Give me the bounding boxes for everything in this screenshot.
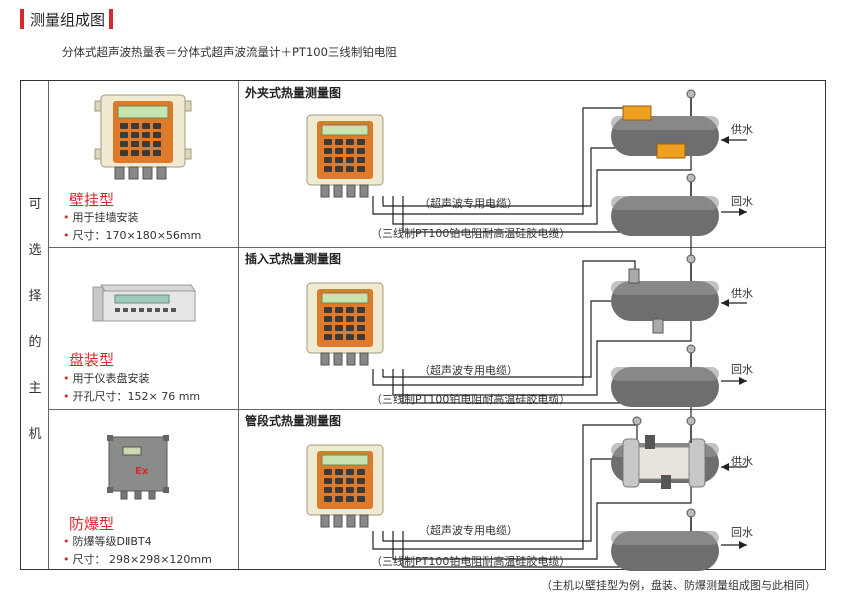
explosion-mark-label: Ex [135, 466, 149, 477]
model-feature: •开孔尺寸：152× 76 mm [63, 390, 201, 403]
model-column [49, 81, 239, 569]
page-title: 测量组成图 [30, 10, 106, 29]
pt100-cable-label: （三线制PT100铂电阻耐高温硅胶电缆） [371, 555, 571, 568]
title-accent-bar [20, 9, 24, 29]
host-device-image [306, 114, 384, 198]
side-label-char: 择 [28, 289, 42, 304]
side-label-char: 选 [28, 243, 42, 258]
title-bar: 测量组成图 [20, 8, 114, 30]
side-label-char: 可 [28, 197, 42, 212]
model-name-panel: 盘装型 [69, 351, 115, 369]
side-label-char: 机 [28, 427, 42, 442]
row-divider [49, 247, 825, 248]
model-feature: •防爆等级DⅡBT4 [63, 535, 152, 548]
panel-title-spool-piece: 管段式热量测量图 [245, 414, 342, 428]
side-label-char: 的 [28, 335, 42, 350]
supply-water-label: 供水 [731, 455, 753, 468]
supply-water-label: 供水 [731, 123, 753, 136]
ultrasonic-cable-label: （超声波专用电缆） [419, 197, 518, 210]
page-subtitle: 分体式超声波热量表＝分体式超声波流量计＋PT100三线制铂电阻 [62, 45, 397, 59]
host-device-image [306, 444, 384, 528]
side-label-column: 可 选 择 的 主 机 [21, 81, 49, 569]
panel-title-clamp-on: 外夹式热量测量图 [245, 86, 342, 100]
host-device-image [306, 282, 384, 366]
row-divider [49, 409, 825, 410]
diagram-frame: 可 选 择 的 主 机 壁挂型 •用于挂墙安装 •尺寸：170×180×56mm [20, 80, 826, 571]
pt100-cable-label: （三线制PT100铂电阻耐高温硅胶电缆） [371, 227, 571, 240]
side-label-char: 主 [28, 381, 42, 396]
wall-mount-device-image [94, 94, 192, 180]
footnote: （主机以壁挂型为例，盘装、防爆测量组成图与此相同） [541, 579, 816, 592]
ultrasonic-cable-label: （超声波专用电缆） [419, 524, 518, 537]
model-name-wall: 壁挂型 [69, 191, 115, 209]
panel-title-insertion: 插入式热量测量图 [245, 252, 342, 266]
clamp-on-wiring-diagram [372, 89, 747, 256]
ultrasonic-cable-label: （超声波专用电缆） [419, 364, 518, 377]
model-name-explosion-proof: 防爆型 [69, 515, 115, 533]
model-feature: •尺寸： 298×298×120mm [63, 553, 212, 566]
pt100-cable-label: （三线制PT100铂电阻耐高温硅胶电缆） [371, 393, 571, 406]
spool-piece-wiring-diagram [372, 416, 747, 571]
model-feature: •用于仪表盘安装 [63, 372, 150, 385]
return-water-label: 回水 [731, 526, 753, 539]
title-accent-bar-right [109, 9, 114, 29]
return-water-label: 回水 [731, 195, 753, 208]
model-feature: •用于挂墙安装 [63, 211, 139, 224]
explosion-proof-device-image [107, 435, 169, 500]
supply-water-label: 供水 [731, 287, 753, 300]
model-feature: •尺寸：170×180×56mm [63, 229, 202, 242]
panel-mount-device-image [92, 284, 196, 322]
insertion-wiring-diagram [372, 254, 747, 427]
return-water-label: 回水 [731, 363, 753, 376]
